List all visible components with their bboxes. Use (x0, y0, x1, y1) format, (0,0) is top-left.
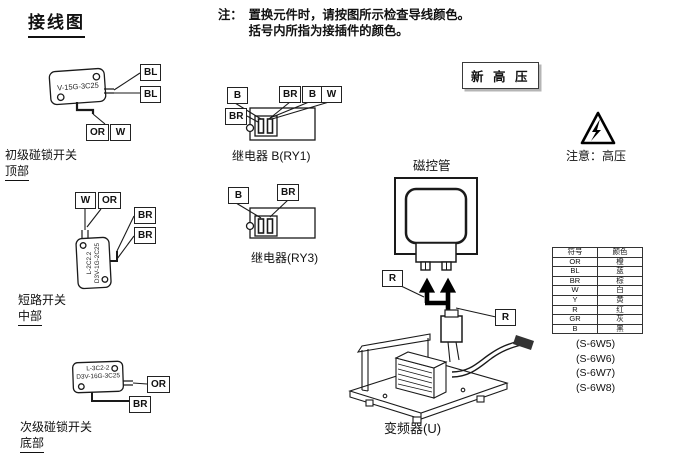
model-ref: (S-6W8) (576, 381, 616, 394)
secondary-switch-caption: 次级碰锁开关 (20, 420, 93, 434)
relay-ry3-drawing (235, 199, 316, 239)
wire-label: B (228, 187, 249, 204)
color-cell: 黄 (597, 294, 643, 306)
secondary-latch-switch-drawing (72, 360, 124, 394)
secondary-switch-location: 底部 (20, 434, 45, 453)
short-switch-model-1: L-2C2.2 (86, 251, 93, 275)
relay-b-ry1-caption: 继电器 B(RY1) (232, 149, 311, 163)
short-switch-location: 中部 (18, 307, 43, 326)
wire-label: BR (279, 86, 302, 103)
short-switch-model-2: D3V-1G-2C25 (93, 242, 101, 284)
relay-b-ry1-drawing (234, 101, 330, 141)
symbol-cell: GR (552, 314, 598, 325)
short-switch-caption: 短路开关 (18, 293, 67, 307)
wire-label: W (321, 86, 342, 103)
color-table-header-color: 颜色 (597, 247, 643, 258)
wire-label: W (110, 124, 131, 141)
symbol-cell: Y (552, 294, 598, 306)
wire-label: OR (86, 124, 109, 141)
wire-label: BR (134, 227, 157, 244)
high-voltage-icon (580, 111, 616, 145)
relay-ry3-caption: 继电器(RY3) (251, 251, 319, 265)
magnetron-drawing (394, 177, 478, 271)
primary-switch-location: 顶部 (5, 162, 30, 181)
page-title: 接线图 (28, 8, 85, 38)
model-ref: (S-6W5) (576, 338, 616, 350)
model-ref: (S-6W6) (576, 352, 616, 365)
color-cell: 蓝 (597, 266, 643, 277)
wire-label: BL (140, 86, 162, 103)
symbol-cell: BL (552, 266, 598, 277)
wire-label: BR (129, 396, 152, 413)
wire-label: BR (277, 184, 300, 201)
symbol-cell: B (552, 323, 598, 335)
wire-label: BR (134, 207, 157, 224)
inverter-caption: 变频器(U) (384, 421, 442, 436)
note-label: 注： (218, 8, 243, 22)
note-line-2: 括号内所指为接插件的颜色。 (248, 24, 409, 38)
color-cell: 灰 (597, 314, 643, 325)
wire-label: BR (225, 108, 248, 125)
model-ref: (S-6W7) (576, 367, 616, 380)
short-circuit-switch-drawing (75, 236, 112, 290)
new-high-voltage-badge: 新 高 压 (462, 62, 540, 89)
note-block: 注： 置换元件时，请按图所示检查导线颜色。 括号内所指为接插件的颜色。 (218, 7, 470, 39)
magnetron-feed-arrows (418, 277, 457, 316)
primary-switch-caption: 初级碰锁开关 (5, 148, 78, 162)
secondary-switch-model-2: D3V-16G-3C25 (76, 371, 121, 381)
caution-label: 注意：高压 (566, 149, 627, 163)
magnetron-caption: 磁控管 (413, 159, 451, 173)
hv-connector-drawing (440, 315, 463, 343)
wire-label: R (382, 270, 403, 287)
color-cell: 黑 (597, 323, 643, 335)
wire-label: BL (140, 64, 162, 81)
note-line-1: 置换元件时，请按图所示检查导线颜色。 (248, 8, 470, 22)
wire-label: B (227, 87, 248, 104)
color-table-header-symbol: 符号 (552, 247, 598, 258)
wire-label: R (495, 309, 516, 326)
primary-latch-switch-drawing (48, 67, 107, 106)
wire-label: W (75, 192, 96, 209)
model-reference-list: (S-6W5) (S-6W6) (S-6W7) (S-6W8) (576, 337, 615, 395)
wire-label: B (302, 86, 323, 103)
wire-label: OR (147, 376, 170, 393)
wire-label: OR (98, 192, 121, 209)
inverter-assembly-drawing (348, 333, 534, 424)
